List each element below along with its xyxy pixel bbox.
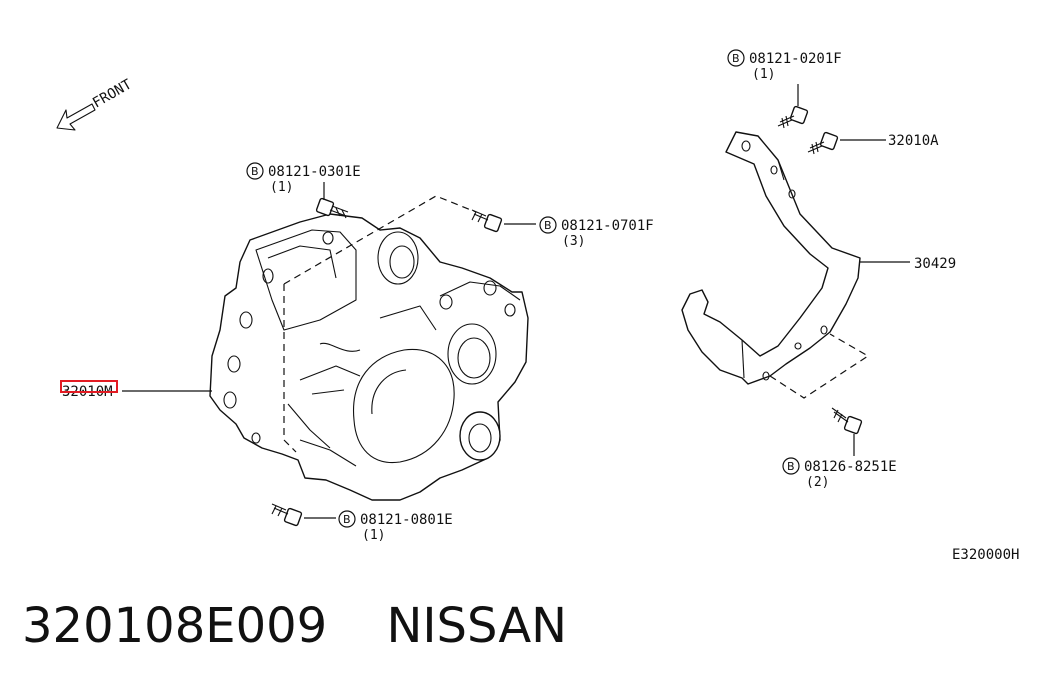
callout-8251E: B 08126-8251E (2) bbox=[782, 457, 897, 490]
callout-qty: (1) bbox=[270, 180, 293, 195]
callout-qty: (2) bbox=[806, 475, 829, 490]
label-30429: 30429 bbox=[914, 256, 956, 272]
footer-title: 320108E009 NISSAN bbox=[22, 598, 567, 658]
bolt-marker: B bbox=[343, 513, 351, 526]
bolt-32010A bbox=[807, 131, 839, 155]
bolt-marker: B bbox=[544, 219, 552, 232]
brand-name: NISSAN bbox=[386, 598, 568, 654]
label-32010A: 32010A bbox=[888, 133, 939, 149]
callout-0301E: B 08121-0301E (1) bbox=[246, 162, 361, 195]
bolt-0801E bbox=[271, 503, 303, 527]
callout-code: 08121-0301E bbox=[268, 164, 361, 180]
bolt-marker: B bbox=[732, 52, 740, 65]
highlight-box-32010M bbox=[60, 380, 118, 393]
callout-code: 08121-0701F bbox=[561, 218, 654, 234]
mount-bracket-30429 bbox=[681, 131, 870, 399]
transmission-assembly bbox=[209, 195, 529, 501]
bolt-0201F bbox=[777, 105, 809, 129]
figure-id: E320000H bbox=[952, 547, 1019, 563]
callout-qty: (3) bbox=[562, 234, 585, 249]
callout-0801E: B 08121-0801E (1) bbox=[338, 510, 453, 543]
callout-code: 08126-8251E bbox=[804, 459, 897, 475]
callout-qty: (1) bbox=[362, 528, 385, 543]
callout-code: 08121-0201F bbox=[749, 51, 842, 67]
callout-qty: (1) bbox=[752, 67, 775, 82]
callout-code: 08121-0801E bbox=[360, 512, 453, 528]
bolt-marker: B bbox=[787, 460, 795, 473]
bolt-marker: B bbox=[251, 165, 259, 178]
bolt-0301E bbox=[315, 197, 349, 219]
part-number: 320108E009 bbox=[22, 598, 328, 654]
front-label: FRONT bbox=[90, 76, 135, 111]
bolt-0701F bbox=[471, 209, 503, 233]
callout-0201F: B 08121-0201F (1) bbox=[727, 49, 842, 82]
callout-0701F: B 08121-0701F (3) bbox=[539, 216, 654, 249]
front-arrow: FRONT bbox=[56, 76, 135, 131]
parts-diagram: FRONT bbox=[56, 49, 1019, 563]
bolt-8251E bbox=[831, 407, 863, 435]
